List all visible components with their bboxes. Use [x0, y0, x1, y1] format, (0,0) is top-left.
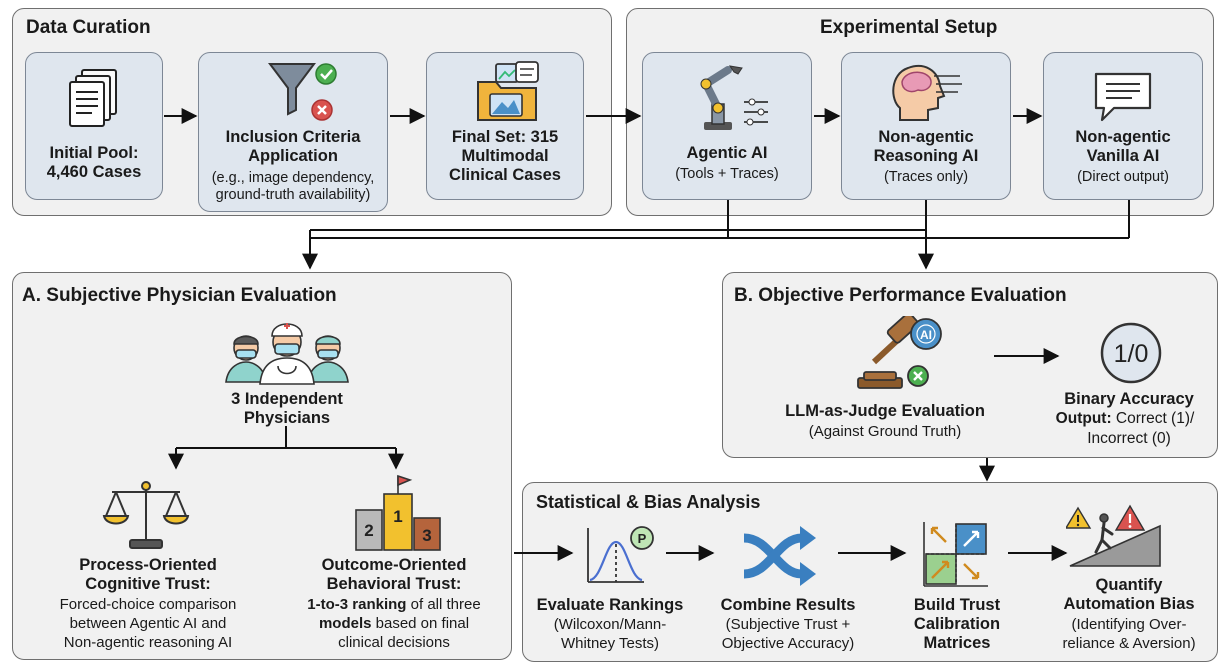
outcome-models-bold: models	[318, 615, 372, 632]
documents-icon	[69, 69, 117, 127]
initial-pool-line2: 4,460 Cases	[46, 163, 142, 181]
image-folder-icon	[477, 61, 539, 121]
podium-icon: 2 1 3	[355, 474, 441, 551]
data-curation-title: Data Curation	[26, 17, 151, 38]
outcome-models-rest: based on final	[371, 615, 470, 632]
gavel-icon: AI	[857, 316, 942, 389]
combine-line1: Combine Results	[720, 596, 856, 614]
bias-line3: (Identifying Over-	[1071, 616, 1187, 633]
filter-icon	[268, 63, 337, 121]
inclusion-line2: Application	[248, 147, 338, 165]
p-value-badge: P	[638, 531, 647, 546]
physicians-line2: Physicians	[243, 409, 331, 427]
vanilla-line1: Non-agentic	[1075, 128, 1171, 146]
reasoning-line1: Non-agentic	[878, 128, 974, 146]
process-line2: Cognitive Trust:	[85, 575, 211, 593]
process-line4: between Agentic AI and	[69, 615, 227, 632]
judge-line1: LLM-as-Judge Evaluation	[785, 402, 985, 420]
bias-line1: Quantify	[1095, 576, 1163, 594]
physicians-icon	[225, 323, 349, 385]
speech-bubble-icon	[1094, 72, 1152, 122]
bias-line4: reliance & Aversion)	[1062, 635, 1196, 652]
distribution-curve-icon: P	[587, 526, 654, 583]
accuracy-line3: Incorrect (0)	[1087, 430, 1171, 447]
inclusion-line4: ground-truth availability)	[215, 187, 371, 203]
scales-icon	[102, 481, 190, 549]
subjective-evaluation-title: A. Subjective Physician Evaluation	[22, 285, 337, 306]
process-line5: Non-agentic reasoning AI	[63, 634, 233, 651]
subjective-evaluation-panel	[12, 272, 512, 660]
agentic-line2: (Tools + Traces)	[675, 166, 779, 182]
shuffle-icon	[743, 526, 816, 586]
matrices-line2: Calibration	[913, 615, 1001, 633]
accuracy-output-bold: Output:	[1055, 410, 1112, 427]
climbing-warning-icon	[1066, 504, 1161, 567]
physicians-line1: 3 Independent	[231, 390, 343, 408]
brain-head-icon	[892, 65, 962, 121]
matrix-icon	[923, 522, 988, 587]
inclusion-line1: Inclusion Criteria	[225, 128, 361, 146]
vanilla-line3: (Direct output)	[1077, 169, 1169, 185]
accuracy-line2: Output: Correct (1)/	[1034, 410, 1216, 428]
process-line1: Process-Oriented	[79, 556, 217, 574]
binary-circle-icon: 1/0	[1100, 322, 1162, 384]
final-set-line3: Clinical Cases	[449, 166, 561, 184]
statistical-analysis-title: Statistical & Bias Analysis	[536, 492, 761, 512]
final-set-line1: Final Set: 315	[451, 128, 559, 146]
statistical-analysis-panel	[522, 482, 1218, 662]
reasoning-line3: (Traces only)	[883, 169, 969, 185]
final-set-line2: Multimodal	[461, 147, 549, 165]
bias-line2: Automation Bias	[1063, 595, 1195, 613]
ai-badge-label: AI	[920, 328, 932, 342]
objective-evaluation-title: B. Objective Performance Evaluation	[734, 285, 1067, 306]
outcome-line5: clinical decisions	[338, 634, 450, 651]
matrices-line1: Build Trust	[913, 596, 1001, 614]
process-line3: Forced-choice comparison	[59, 596, 237, 613]
podium-first-label: 1	[393, 507, 402, 526]
judge-line2: (Against Ground Truth)	[808, 423, 962, 440]
vanilla-line2: Vanilla AI	[1086, 147, 1160, 165]
outcome-line3: 1-to-3 ranking of all three	[278, 596, 510, 614]
podium-second-label: 2	[364, 521, 373, 540]
reasoning-line2: Reasoning AI	[873, 147, 979, 165]
accuracy-output-rest: Correct (1)/	[1111, 410, 1195, 427]
outcome-line4: models based on final	[278, 615, 510, 633]
rankings-line3: Whitney Tests)	[560, 635, 660, 652]
rankings-line1: Evaluate Rankings	[536, 596, 684, 614]
matrices-line3: Matrices	[923, 634, 991, 652]
outcome-line1: Outcome-Oriented	[321, 556, 467, 574]
check-circle-icon	[315, 63, 337, 85]
initial-pool-line1: Initial Pool:	[49, 144, 139, 162]
experimental-setup-title: Experimental Setup	[820, 17, 998, 38]
accuracy-line1: Binary Accuracy	[1064, 390, 1194, 408]
agentic-line1: Agentic AI	[686, 144, 768, 162]
combine-line2: (Subjective Trust +	[725, 616, 851, 633]
wrench-icon	[728, 65, 743, 75]
outcome-ranking-rest: of all three	[406, 596, 481, 613]
outcome-line2: Behavioral Trust:	[326, 575, 462, 593]
combine-line3: Objective Accuracy)	[721, 635, 855, 652]
robot-arm-icon	[700, 65, 768, 130]
rankings-line2: (Wilcoxon/Mann-	[553, 616, 667, 633]
outcome-ranking-bold: 1-to-3 ranking	[307, 596, 407, 613]
inclusion-line3: (e.g., image dependency,	[211, 170, 375, 186]
binary-symbol: 1/0	[1114, 340, 1149, 368]
podium-third-label: 3	[422, 526, 431, 545]
